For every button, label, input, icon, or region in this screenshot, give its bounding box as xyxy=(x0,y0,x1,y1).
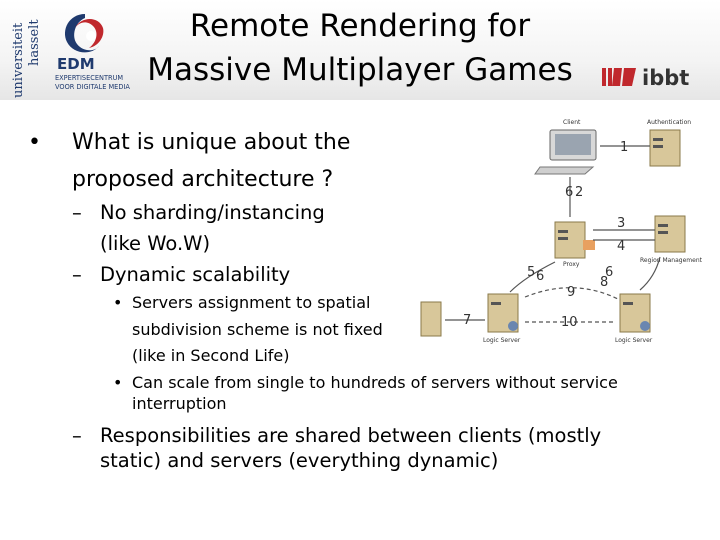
arrow-9 xyxy=(524,287,621,301)
subsub-1-marker: • xyxy=(113,293,123,312)
num-10: 10 xyxy=(561,315,578,330)
uni-logo-line1: universiteit xyxy=(11,22,26,98)
ibbt-wordmark: ibbt xyxy=(642,66,689,90)
proxy-server-icon xyxy=(554,221,595,259)
sub-1-line-1: No sharding/instancing xyxy=(100,201,325,224)
bullet-1-marker: • xyxy=(28,130,41,155)
sub-3-line-1: Responsibilities are shared between clie… xyxy=(100,424,602,447)
num-2: 2 xyxy=(575,185,583,200)
arrow-6 xyxy=(639,256,661,291)
num-5: 5 xyxy=(527,265,535,280)
sub-2-line: Dynamic scalability xyxy=(100,263,291,286)
subsub-2-marker: • xyxy=(113,373,123,392)
subsub-1-line-2: subdivision scheme is not fixed xyxy=(132,320,383,339)
num-6a: 6 xyxy=(565,185,573,200)
subsub-1-line-1: Servers assignment to spatial xyxy=(132,293,371,312)
edm-acronym: EDM xyxy=(57,55,95,73)
logic-server-far-left-icon xyxy=(420,301,442,337)
sub-1-line-2: (like Wo.W) xyxy=(100,232,211,255)
region-management-server-icon xyxy=(654,215,686,253)
label-proxy: Proxy xyxy=(563,261,580,268)
slide-title: Remote Rendering for Massive Multiplayer… xyxy=(120,4,600,92)
architecture-diagram: Client Authentication Proxy Region Manag… xyxy=(420,119,703,344)
subsub-2-line-2: interruption xyxy=(132,394,227,413)
num-6c: 6 xyxy=(605,265,613,280)
logic-server-right-icon xyxy=(619,293,651,333)
bullet-1-line-1: What is unique about the xyxy=(72,130,351,155)
num-7: 7 xyxy=(463,313,471,328)
header-bar: universiteit hasselt EDM EXPERTISECENTRU… xyxy=(0,0,720,100)
client-computer-icon xyxy=(534,129,597,175)
title-line-2: Massive Multiplayer Games xyxy=(147,52,573,88)
edm-line1: EXPERTISECENTRUM xyxy=(55,74,123,82)
label-authentication: Authentication xyxy=(647,119,691,126)
subsub-1-line-3: (like in Second Life) xyxy=(132,346,290,365)
bullet-1-line-2: proposed architecture ? xyxy=(72,167,334,192)
num-9: 9 xyxy=(567,285,575,300)
sub-2-marker: – xyxy=(72,263,82,286)
edm-line2: VOOR DIGITALE MEDIA xyxy=(55,83,130,91)
arrow-5 xyxy=(509,261,556,293)
logic-server-left-icon xyxy=(487,293,519,333)
label-logic-server-left: Logic Server xyxy=(483,337,521,344)
sub-3-line-2: static) and servers (everything dynamic) xyxy=(100,449,499,472)
label-region-management: Region Management xyxy=(640,257,703,264)
num-1: 1 xyxy=(620,140,628,155)
authentication-server-icon xyxy=(649,129,681,167)
num-6b: 6 xyxy=(536,269,544,284)
edm-logo: EDM EXPERTISECENTRUM VOOR DIGITALE MEDIA xyxy=(55,14,130,91)
uni-logo-line2: hasselt xyxy=(27,19,42,66)
subsub-2-line-1: Can scale from single to hundreds of ser… xyxy=(132,373,618,392)
num-8: 8 xyxy=(600,275,608,290)
sub-3-marker: – xyxy=(72,424,82,447)
label-client: Client xyxy=(563,119,581,126)
universiteit-hasselt-logo: universiteit hasselt xyxy=(11,19,42,98)
num-4: 4 xyxy=(617,239,625,254)
num-3: 3 xyxy=(617,216,625,231)
ibbt-logo: ibbt xyxy=(602,66,689,90)
sub-1-marker: – xyxy=(72,201,82,224)
title-line-1: Remote Rendering for xyxy=(189,8,531,44)
label-logic-server-right: Logic Server xyxy=(615,337,653,344)
